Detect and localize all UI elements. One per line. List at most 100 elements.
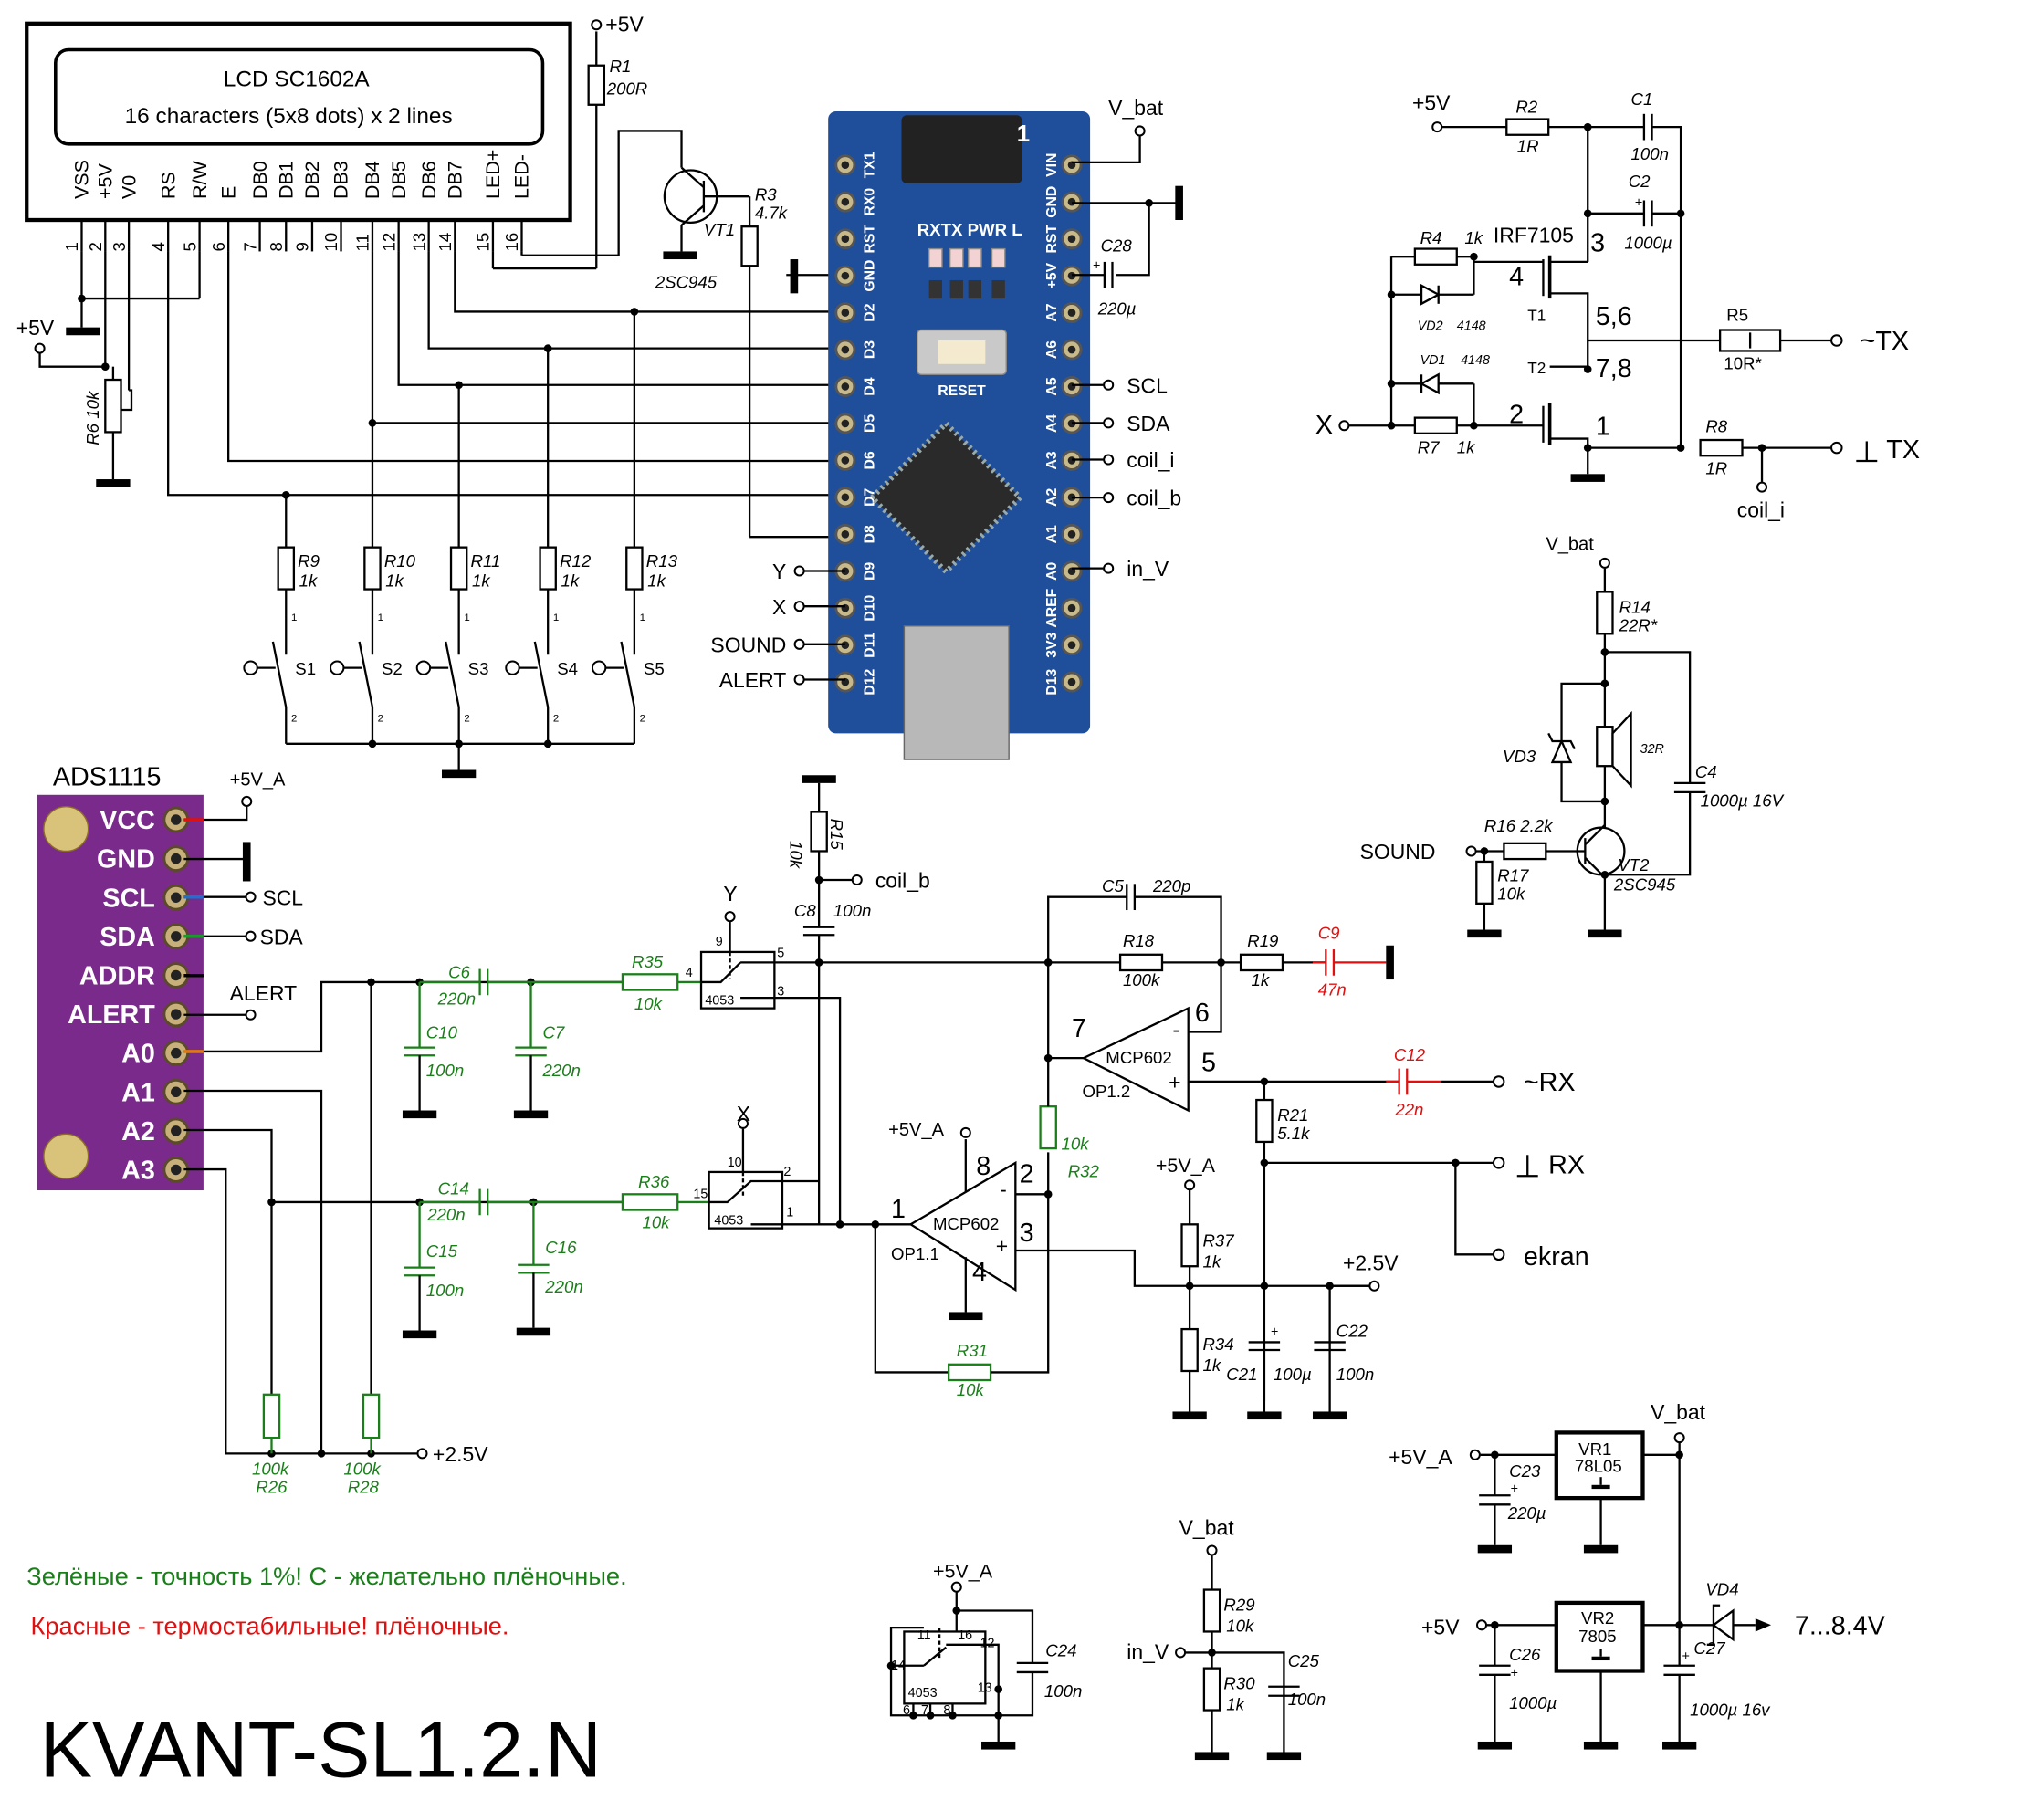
coil-i-terminal[interactable] <box>1756 481 1768 493</box>
switch-5[interactable] <box>620 641 635 707</box>
p5v-terminal[interactable] <box>1476 1619 1488 1631</box>
svg-text:3: 3 <box>777 984 784 999</box>
y-terminal[interactable] <box>724 911 736 923</box>
svg-text:4053: 4053 <box>714 1213 743 1228</box>
switch-contact[interactable] <box>415 660 432 675</box>
rx-ground-terminal[interactable] <box>1492 1157 1505 1169</box>
switch-contact[interactable] <box>243 660 258 675</box>
p5v-terminal[interactable] <box>34 342 46 354</box>
irf7105-label: IRF7105 <box>1494 223 1574 246</box>
net-label: coil_b <box>1127 487 1181 510</box>
svg-text:5: 5 <box>777 947 784 961</box>
svg-text:C22: C22 <box>1336 1322 1368 1341</box>
sda-terminal[interactable] <box>245 930 257 942</box>
net-label: +5V <box>1412 91 1451 115</box>
svg-text:R36: R36 <box>638 1172 670 1191</box>
svg-text:1k: 1k <box>1464 228 1483 247</box>
r1-ref: R1 <box>610 57 632 76</box>
sda-terminal[interactable] <box>1103 417 1115 429</box>
svg-text:1k: 1k <box>1202 1252 1221 1272</box>
switch-4[interactable] <box>533 641 550 707</box>
p5v-terminal[interactable] <box>1431 121 1443 133</box>
x-terminal[interactable] <box>737 1117 749 1129</box>
rx-input-terminal[interactable] <box>1492 1075 1505 1088</box>
resistor-r12 <box>539 546 557 591</box>
svg-text:1000µ 16V: 1000µ 16V <box>1701 791 1785 811</box>
svg-text:R7: R7 <box>1418 437 1440 456</box>
svg-text:100k: 100k <box>252 1459 290 1478</box>
vbat-terminal[interactable] <box>1599 557 1610 569</box>
svg-text:10: 10 <box>728 1156 742 1170</box>
p25v-terminal[interactable] <box>416 1448 428 1460</box>
svg-text:-: - <box>1000 1178 1007 1201</box>
y-terminal[interactable] <box>793 565 805 577</box>
switch-contact[interactable] <box>505 660 520 675</box>
svg-text:VD1: VD1 <box>1420 353 1446 368</box>
ekran-terminal[interactable] <box>1492 1248 1505 1261</box>
speaker <box>1596 726 1614 768</box>
alert-terminal[interactable] <box>245 1009 257 1021</box>
in-v-terminal[interactable] <box>1175 1647 1187 1659</box>
svg-text:D5: D5 <box>862 414 877 433</box>
lcd-pin-label: DB3 <box>330 161 352 199</box>
svg-text:100n: 100n <box>1336 1365 1374 1384</box>
c1-val: 100n <box>1631 144 1669 163</box>
x-terminal[interactable] <box>793 601 805 612</box>
tx-output-terminal[interactable] <box>1830 334 1843 347</box>
p5va-terminal[interactable] <box>959 1126 971 1138</box>
p5va-terminal[interactable] <box>1469 1449 1481 1460</box>
svg-text:GND: GND <box>1044 186 1060 218</box>
svg-text:+: + <box>1511 1667 1518 1681</box>
vbat-terminal[interactable] <box>1134 125 1146 137</box>
switch-contact[interactable] <box>591 660 607 675</box>
x-terminal[interactable] <box>1338 420 1350 432</box>
svg-text:R14: R14 <box>1619 597 1651 616</box>
note-red: Красные - термостабильные! плёночные. <box>31 1611 509 1639</box>
alert-terminal[interactable] <box>793 674 805 686</box>
svg-text:5: 5 <box>1201 1048 1216 1077</box>
scl-terminal[interactable] <box>245 891 257 903</box>
coil-i-terminal[interactable] <box>1103 454 1115 466</box>
svg-text:R4: R4 <box>1420 228 1442 247</box>
svg-text:VD4: VD4 <box>1705 1579 1738 1598</box>
switch-2[interactable] <box>358 641 374 707</box>
tx-ground-terminal[interactable] <box>1830 441 1843 455</box>
svg-text:10k: 10k <box>1226 1616 1255 1635</box>
svg-text:R17: R17 <box>1497 865 1529 885</box>
p5va-terminal[interactable] <box>950 1581 962 1593</box>
svg-text:A3: A3 <box>1044 451 1060 469</box>
switch-3[interactable] <box>445 641 460 707</box>
scl-terminal[interactable] <box>1103 379 1115 391</box>
coil-b-terminal[interactable] <box>1103 492 1115 504</box>
svg-text:1: 1 <box>1596 412 1610 441</box>
switch-contact[interactable] <box>330 660 345 675</box>
svg-text:D4: D4 <box>862 377 877 395</box>
p25v-terminal[interactable] <box>1368 1280 1380 1292</box>
svg-text:220n: 220n <box>544 1277 582 1296</box>
usb-connector[interactable] <box>903 625 1010 760</box>
svg-text:3: 3 <box>1590 228 1605 257</box>
net-label: Y <box>723 882 737 906</box>
vbat-terminal[interactable] <box>1206 1544 1218 1556</box>
net-label: X <box>772 595 786 619</box>
in-v-terminal[interactable] <box>1103 562 1115 574</box>
svg-text:R30: R30 <box>1223 1674 1255 1693</box>
p5va-terminal[interactable] <box>241 795 253 807</box>
p5v-terminal[interactable] <box>591 19 603 31</box>
svg-text:D10: D10 <box>862 595 877 622</box>
lcd-pin-label: DB7 <box>445 161 466 199</box>
op12-opamp <box>1081 1006 1190 1113</box>
coil-b-terminal[interactable] <box>851 874 863 886</box>
mux-4053-a <box>699 950 776 1010</box>
svg-text:1000µ: 1000µ <box>1509 1693 1557 1712</box>
svg-text:2: 2 <box>553 713 559 724</box>
p5va-terminal[interactable] <box>1184 1179 1196 1191</box>
switch-1[interactable] <box>271 641 288 707</box>
led-tx <box>949 247 964 268</box>
svg-text:+: + <box>1511 1481 1518 1496</box>
sound-terminal[interactable] <box>793 638 805 650</box>
svg-text:A2: A2 <box>1044 488 1060 507</box>
vbat-terminal[interactable] <box>1673 1432 1685 1444</box>
sound-terminal[interactable] <box>1465 845 1477 857</box>
net-label: ALERT <box>230 981 298 1005</box>
